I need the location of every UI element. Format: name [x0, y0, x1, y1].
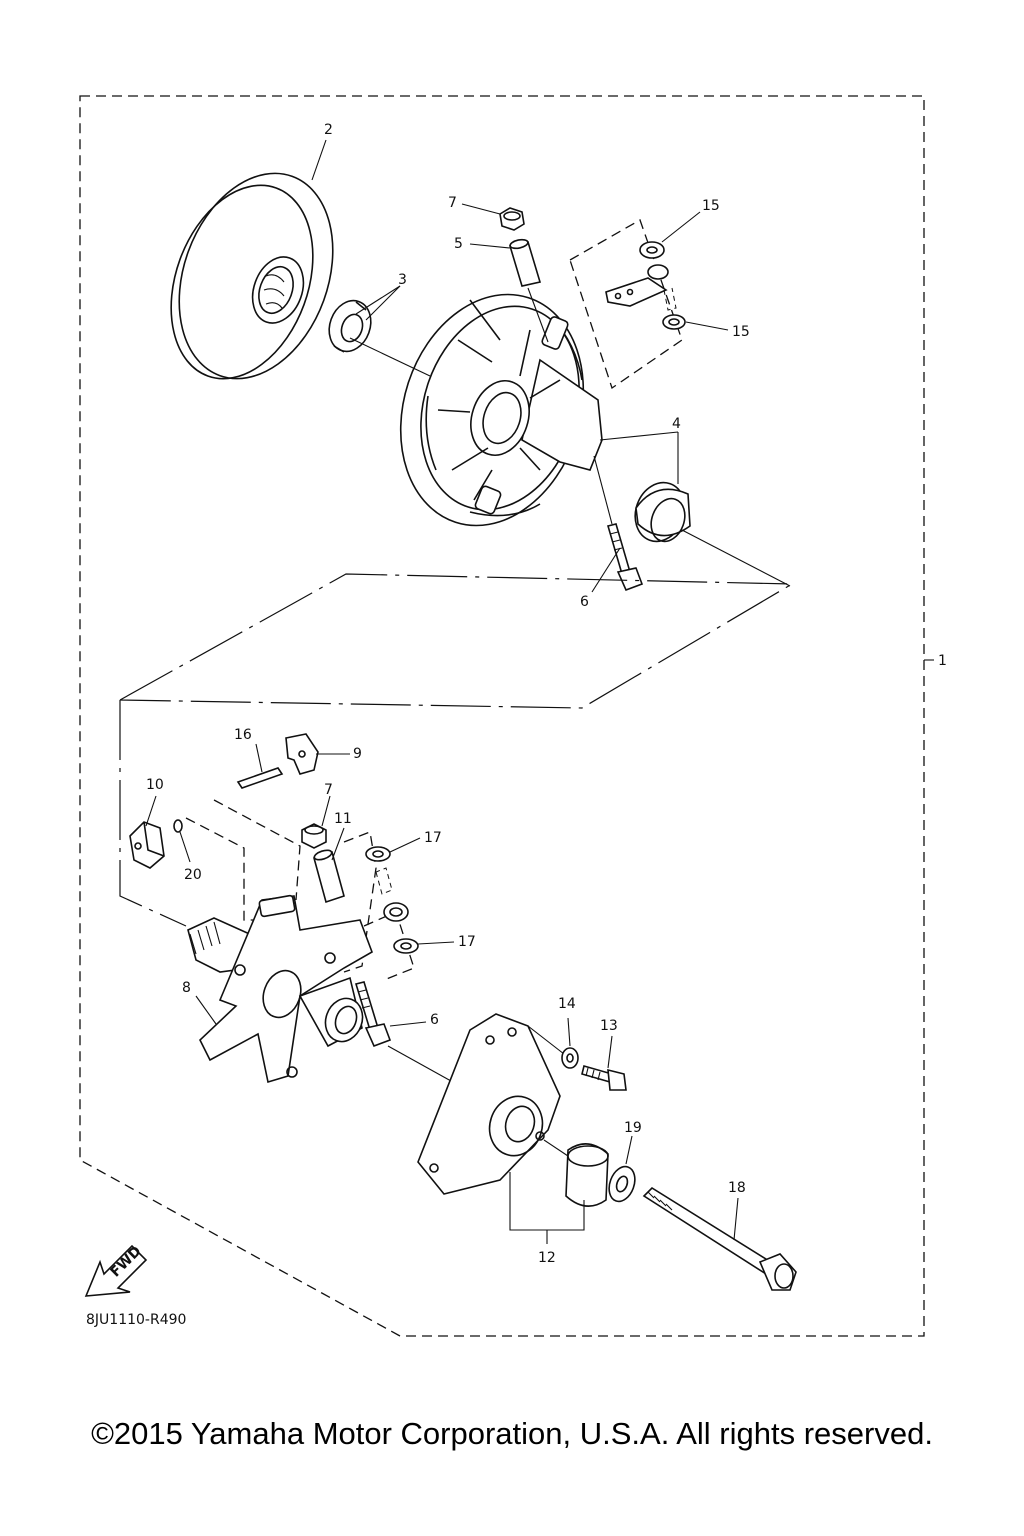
callout-4: 4 — [672, 416, 681, 432]
callout-6-lower: 6 — [430, 1012, 439, 1028]
part-bolt-13 — [581, 1065, 627, 1091]
part-oring-20 — [173, 819, 183, 833]
callout-11: 11 — [334, 811, 352, 827]
part-weight-assembly — [569, 219, 686, 390]
part-washer-19 — [608, 1165, 636, 1203]
callout-9: 9 — [353, 746, 362, 762]
callout-5: 5 — [454, 236, 463, 252]
part-collar-pin — [508, 238, 542, 287]
callout-7-upper: 7 — [448, 195, 457, 211]
callout-3: 3 — [398, 272, 407, 288]
callout-2: 2 — [324, 122, 333, 138]
part-sliding-sheave — [399, 293, 603, 527]
callout-16: 16 — [234, 727, 252, 743]
alignment-band-lower — [119, 700, 187, 927]
fwd-arrow-icon: FWD — [84, 1243, 148, 1297]
part-bolt-18 — [642, 1186, 797, 1291]
part-collar-11 — [313, 849, 345, 904]
callout-17-upper: 17 — [424, 830, 442, 846]
part-bushing-12 — [565, 1143, 609, 1207]
part-bearing — [383, 902, 409, 922]
leader-lines — [145, 139, 739, 1241]
callout-8: 8 — [182, 980, 191, 996]
callout-10: 10 — [146, 777, 164, 793]
part-cover-12 — [417, 1013, 561, 1195]
callout-15-upper: 15 — [702, 198, 720, 214]
part-washer-14 — [561, 1047, 579, 1069]
part-bushing-4 — [634, 481, 691, 543]
callout-17-lower: 17 — [458, 934, 476, 950]
part-pin-16 — [236, 767, 284, 789]
callout-1: 1 — [938, 653, 947, 669]
part-nut-lower — [301, 823, 327, 849]
part-slider-10 — [129, 821, 165, 869]
callout-13: 13 — [600, 1018, 618, 1034]
callout-labels: 1 2 3 4 5 6 6 7 7 8 9 10 11 12 13 14 15 … — [146, 122, 947, 1266]
copyright-notice: ©2015 Yamaha Motor Corporation, U.S.A. A… — [91, 1416, 933, 1451]
callout-14: 14 — [558, 996, 576, 1012]
assembly-boundary — [79, 95, 925, 1337]
callout-15-lower: 15 — [732, 324, 750, 340]
part-fixed-sheave — [170, 172, 334, 380]
callout-7-lower: 7 — [324, 782, 333, 798]
callout-6-upper: 6 — [580, 594, 589, 610]
part-slider-9 — [285, 733, 319, 775]
part-collar — [328, 299, 372, 353]
alignment-band-upper — [119, 573, 795, 709]
callout-19: 19 — [624, 1120, 642, 1136]
part-bolt-lower — [354, 981, 392, 1048]
part-nut-top — [499, 207, 525, 231]
part-washer-17-lower — [393, 938, 419, 954]
part-spider-8 — [187, 894, 373, 1084]
callout-18: 18 — [728, 1180, 746, 1196]
callout-20: 20 — [184, 867, 202, 883]
part-washer-17-upper — [365, 846, 391, 862]
callout-12: 12 — [538, 1250, 556, 1266]
diagram-code: 8JU1110-R490 — [86, 1312, 186, 1328]
